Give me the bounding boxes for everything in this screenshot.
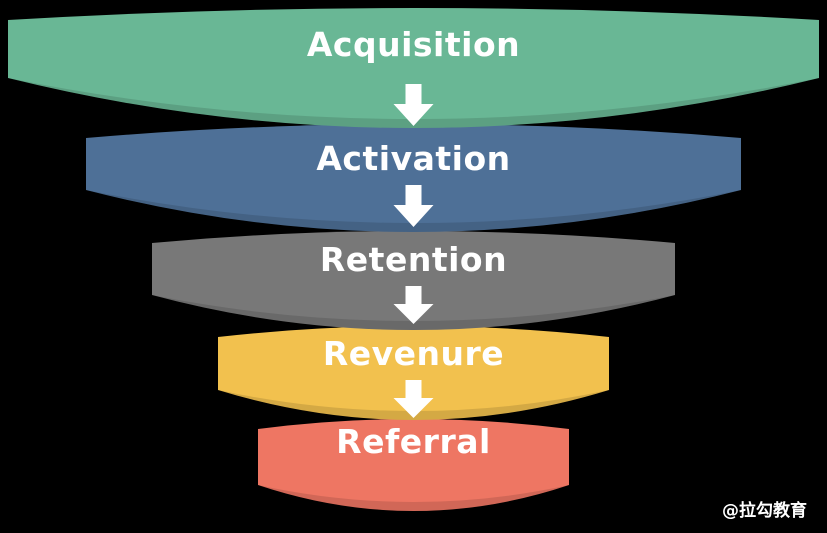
funnel-stage-shade-referral bbox=[258, 485, 569, 511]
arrow-down-icon bbox=[393, 185, 434, 227]
funnel-stage-shape-activation bbox=[86, 124, 741, 232]
funnel-stage-shade-activation bbox=[86, 190, 741, 232]
arrow-down-icon bbox=[393, 84, 434, 126]
funnel-stage-shape-referral bbox=[258, 419, 569, 511]
arrow-down-icon bbox=[393, 380, 434, 418]
arrow-down-icon bbox=[393, 286, 434, 324]
funnel-stage-shade-revenure bbox=[218, 390, 609, 420]
funnel-stage-shape-retention bbox=[152, 231, 675, 330]
funnel-stage-shade-acquisition bbox=[8, 78, 819, 128]
watermark: @拉勾教育 bbox=[722, 501, 807, 521]
funnel-stage-shape-acquisition bbox=[8, 8, 819, 128]
funnel-stage-shade-retention bbox=[152, 295, 675, 330]
funnel-stage-shape-revenure bbox=[218, 326, 609, 420]
